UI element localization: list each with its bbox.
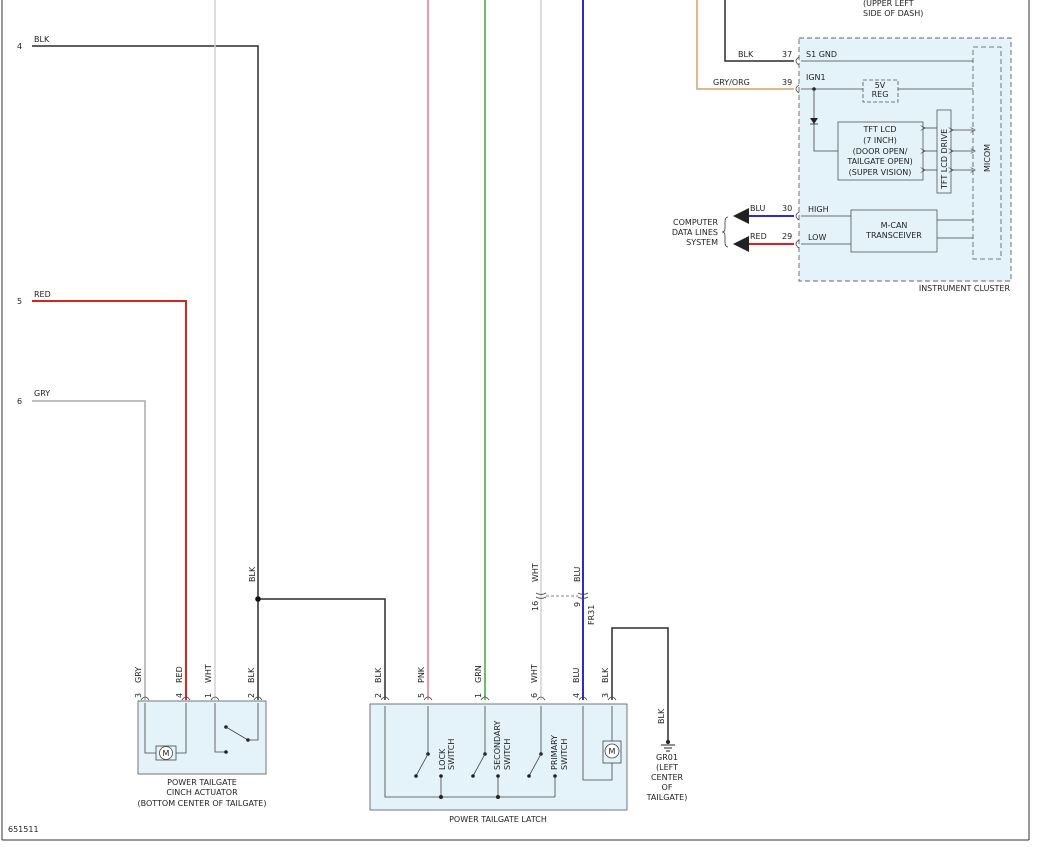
cinch-pin-4: 4 bbox=[175, 693, 184, 698]
latch-pin-2: 2 bbox=[374, 693, 383, 698]
splice-dot bbox=[255, 596, 261, 602]
cluster-wire-blu: BLU bbox=[750, 204, 766, 213]
ground-wire-color: BLK bbox=[657, 708, 666, 724]
latch-pin-5-color: PNK bbox=[417, 666, 426, 683]
tft-label-1: TFT LCD bbox=[863, 125, 897, 134]
cluster-wire-red: RED bbox=[750, 232, 767, 241]
wire-blk-splice bbox=[258, 598, 386, 700]
tft-label-3: (DOOR OPEN/ bbox=[853, 147, 908, 156]
cinch-pin-1-color: WHT bbox=[204, 664, 213, 683]
lock-switch-label-1: LOCK bbox=[438, 748, 447, 770]
tailgate-latch: M bbox=[369, 696, 628, 811]
inline-blu-color: BLU bbox=[573, 566, 582, 582]
latch-pin-2-color: BLK bbox=[374, 667, 383, 683]
cluster-signal-high: HIGH bbox=[808, 205, 829, 214]
latch-pin-4-color: BLU bbox=[572, 667, 581, 683]
instrument-cluster bbox=[795, 37, 1012, 282]
ground-location-4: TAILGATE) bbox=[646, 793, 688, 802]
primary-switch-label-2: SWITCH bbox=[560, 739, 569, 770]
data-lines-brace bbox=[721, 216, 729, 248]
cluster-signal-low: LOW bbox=[808, 233, 826, 242]
latch-pin-1: 1 bbox=[474, 693, 483, 698]
latch-motor-symbol: M bbox=[609, 747, 616, 756]
tft-label-2: (7 INCH) bbox=[863, 136, 897, 145]
wire-color-red: RED bbox=[34, 290, 51, 299]
cluster-note-1: (UPPER LEFT bbox=[863, 0, 914, 8]
cluster-pin-30: 30 bbox=[782, 204, 792, 213]
wire-cluster-blk-37 bbox=[724, 0, 794, 62]
transceiver-label-1: M-CAN bbox=[881, 221, 908, 230]
secondary-switch-label-1: SECONDARY bbox=[493, 720, 502, 770]
tft-label-4: TAILGATE OPEN) bbox=[846, 157, 912, 166]
wire-gry-6 bbox=[32, 400, 146, 700]
wire-blk-4 bbox=[32, 45, 259, 700]
cinch-label-1: POWER TAILGATE bbox=[167, 778, 237, 787]
micom-label: MICOM bbox=[983, 144, 992, 172]
cinch-motor-symbol: M bbox=[163, 749, 170, 758]
cinch-pin-4-color: RED bbox=[175, 666, 184, 683]
data-lines-label-1: COMPUTER bbox=[673, 218, 718, 227]
cluster-signal-s1gnd: S1 GND bbox=[806, 50, 837, 59]
data-lines-label-2: DATA LINES bbox=[672, 228, 718, 237]
wire-blk-ground bbox=[611, 627, 669, 742]
wire-color-gry: GRY bbox=[34, 389, 50, 398]
wire-pin-4: 4 bbox=[17, 42, 22, 51]
lock-switch-label-2: SWITCH bbox=[447, 739, 456, 770]
cluster-pin-29: 29 bbox=[782, 232, 792, 241]
ground-symbol bbox=[661, 740, 675, 752]
tft-label-5: (SUPER VISION) bbox=[849, 168, 912, 177]
cinch-label-3: (BOTTOM CENTER OF TAILGATE) bbox=[138, 799, 267, 808]
cinch-pin-2-color: BLK bbox=[247, 667, 256, 683]
inline-pin-9: 9 bbox=[573, 602, 582, 607]
ground-location-1: (LEFT bbox=[656, 763, 678, 772]
cluster-wire-blk: BLK bbox=[738, 50, 754, 59]
latch-pin-5: 5 bbox=[417, 693, 426, 698]
latch-pin-4: 4 bbox=[572, 693, 581, 698]
cluster-pin-39: 39 bbox=[782, 78, 792, 87]
inline-connector-wht bbox=[535, 592, 547, 599]
cluster-note-2: SIDE OF DASH) bbox=[863, 9, 923, 18]
cluster-label: INSTRUMENT CLUSTER bbox=[919, 284, 1011, 293]
cluster-signal-ign1: IGN1 bbox=[806, 73, 826, 82]
transceiver-label-2: TRANSCEIVER bbox=[865, 231, 922, 240]
cinch-pin-1: 1 bbox=[204, 693, 213, 698]
cinch-pin-2: 2 bbox=[247, 693, 256, 698]
cinch-pin-3-color: GRY bbox=[134, 667, 143, 683]
latch-pin-6: 6 bbox=[530, 693, 539, 698]
inline-pin-16: 16 bbox=[531, 601, 540, 611]
reg-label-1: 5V bbox=[875, 81, 886, 90]
ground-location-3: OF bbox=[662, 783, 673, 792]
wire-cluster-gryorg-39 bbox=[696, 0, 794, 90]
latch-pin-3-color: BLK bbox=[601, 667, 610, 683]
secondary-switch-label-2: SWITCH bbox=[503, 739, 512, 770]
diagram-id: 651511 bbox=[8, 825, 39, 834]
inline-wht-color: WHT bbox=[531, 563, 540, 582]
latch-pin-6-color: WHT bbox=[530, 664, 539, 683]
cluster-wire-gryorg: GRY/ORG bbox=[713, 78, 750, 87]
latch-pin-3: 3 bbox=[601, 693, 610, 698]
inline-connector-blu bbox=[577, 592, 589, 599]
wire-pin-6: 6 bbox=[17, 397, 22, 406]
wire-color-blk: BLK bbox=[34, 35, 50, 44]
cluster-pin-37: 37 bbox=[782, 50, 792, 59]
cinch-label-2: CINCH ACTUATOR bbox=[166, 788, 238, 797]
wire-pin-5: 5 bbox=[17, 297, 22, 306]
primary-switch-label-1: PRIMARY bbox=[550, 735, 559, 770]
data-lines-label-3: SYSTEM bbox=[686, 238, 718, 247]
splice-wire-label: BLK bbox=[248, 566, 257, 582]
cinch-pin-3: 3 bbox=[134, 693, 143, 698]
ground-location-2: CENTER bbox=[651, 773, 684, 782]
tft-drive-label: TFT LCD DRIVE bbox=[940, 129, 949, 190]
inline-connector-id: FR31 bbox=[587, 605, 596, 625]
latch-pin-1-color: GRN bbox=[474, 665, 483, 683]
wire-red-5 bbox=[32, 300, 187, 700]
reg-label-2: REG bbox=[872, 90, 889, 99]
latch-label: POWER TAILGATE LATCH bbox=[449, 815, 547, 824]
ground-id: GR01 bbox=[656, 753, 678, 762]
cinch-actuator: M bbox=[137, 696, 267, 775]
